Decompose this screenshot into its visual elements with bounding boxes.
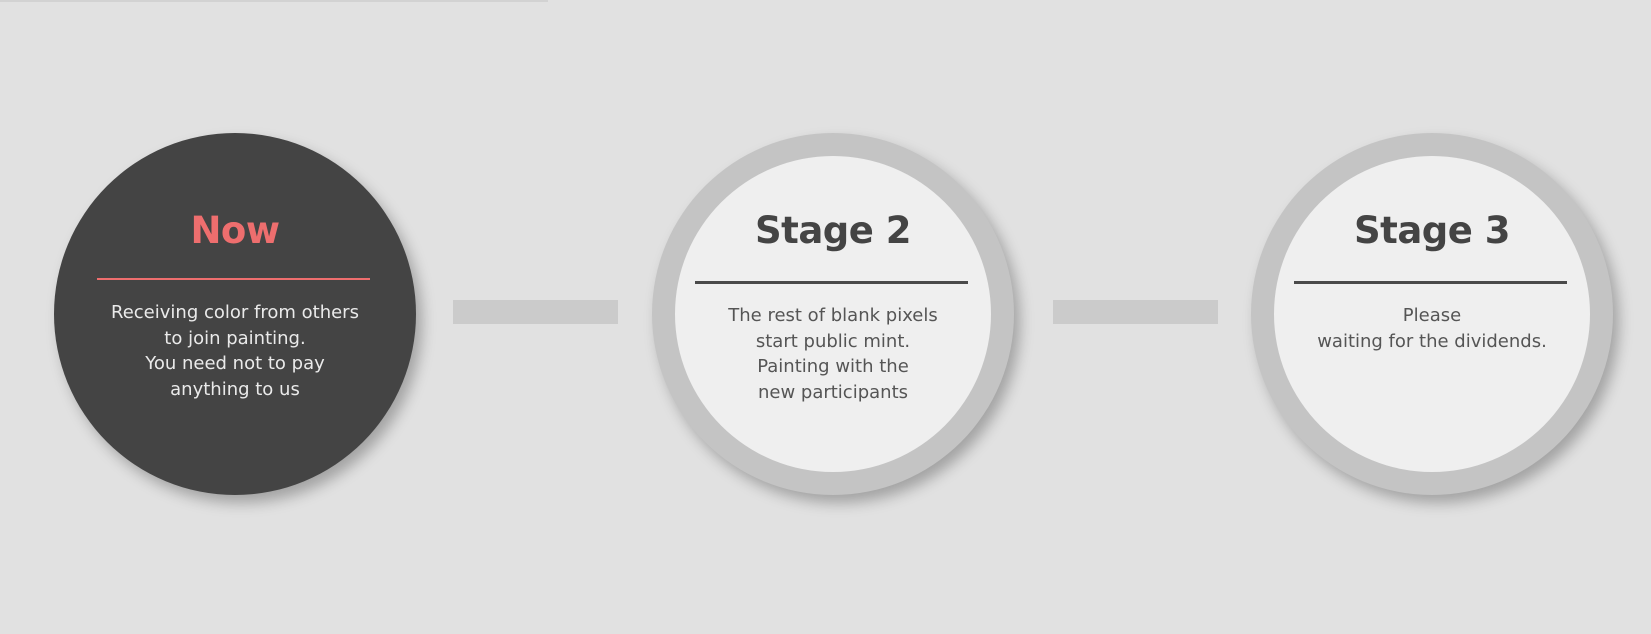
connector-now-to-stage-2 bbox=[453, 300, 618, 324]
stage-3-line-2: waiting for the dividends. bbox=[1317, 330, 1547, 352]
stage-2-line-2: start public mint. bbox=[755, 330, 911, 352]
stage-now-title: Now bbox=[190, 209, 280, 252]
stage-3-line-1: Please bbox=[1402, 305, 1462, 326]
stage-now-line-4: anything to us bbox=[170, 378, 300, 400]
stage-2-circle: Stage 2 The rest of blank pixels start p… bbox=[652, 133, 1014, 495]
stage-2-line-3: Painting with the bbox=[757, 356, 909, 377]
stage-2-line-1: The rest of blank pixels bbox=[728, 305, 938, 326]
stage-now-line-2: to join painting. bbox=[164, 327, 306, 349]
stage-2-divider bbox=[695, 281, 968, 284]
stage-now-line-1: Receiving color from others bbox=[111, 302, 359, 323]
stage-3-inner-disc bbox=[1274, 156, 1590, 472]
stage-2-inner-disc bbox=[675, 156, 991, 472]
stage-3-divider bbox=[1294, 281, 1567, 284]
stage-2-line-4: new participants bbox=[757, 381, 909, 403]
stage-now-content: Now Receiving color from others to join … bbox=[54, 133, 416, 495]
stage-now-line-3: You need not to pay bbox=[145, 353, 325, 374]
stage-2-description: The rest of blank pixels start public mi… bbox=[652, 303, 1014, 405]
stage-2-title: Stage 2 bbox=[754, 209, 912, 252]
stage-3-title: Stage 3 bbox=[1353, 209, 1511, 252]
top-divider bbox=[0, 0, 548, 2]
stage-3-content: Stage 3 Please waiting for the dividends… bbox=[1251, 133, 1613, 495]
connector-stage-2-to-stage-3 bbox=[1053, 300, 1218, 324]
stage-3-circle: Stage 3 Please waiting for the dividends… bbox=[1251, 133, 1613, 495]
stage-2-content: Stage 2 The rest of blank pixels start p… bbox=[652, 133, 1014, 495]
stage-now-description: Receiving color from others to join pain… bbox=[54, 300, 416, 402]
stage-3-description: Please waiting for the dividends. bbox=[1251, 303, 1613, 354]
stage-now-circle: Now Receiving color from others to join … bbox=[54, 133, 416, 495]
stage-now-divider bbox=[97, 278, 370, 280]
